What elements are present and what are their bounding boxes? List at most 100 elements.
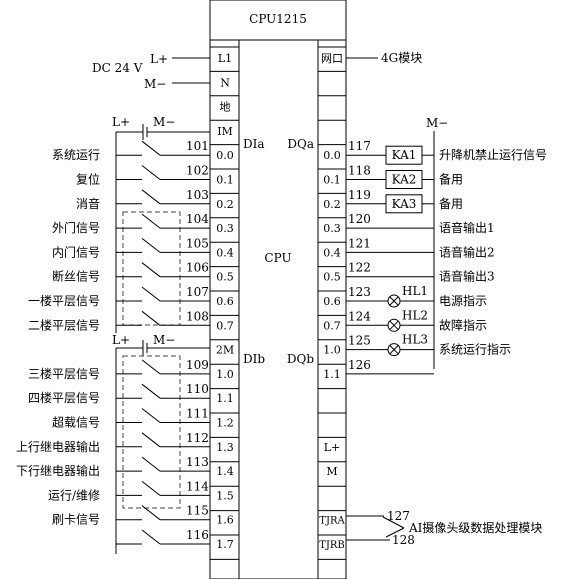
switch-contact bbox=[141, 408, 161, 423]
right-terminal-label: 0.5 bbox=[323, 271, 341, 284]
group-label-dqa: DQa bbox=[287, 137, 314, 151]
input-label: 系统运行 bbox=[52, 148, 100, 162]
input-circuit: 二楼平层信号 108 bbox=[28, 309, 210, 332]
left-terminal-label: 0.2 bbox=[216, 198, 234, 211]
switch-contact bbox=[141, 359, 161, 375]
right-terminal-label: 0.7 bbox=[323, 319, 341, 332]
input-wire-number: 114 bbox=[186, 479, 209, 493]
output-label: 故障指示 bbox=[439, 317, 487, 332]
right-terminal-strip: 网口0.00.10.20.30.40.50.60.71.01.1L+MTJRAT… bbox=[318, 46, 346, 560]
left-terminal-label: 1.3 bbox=[216, 441, 234, 454]
right-terminal-label: 0.1 bbox=[323, 174, 341, 187]
output-wire-number: 119 bbox=[348, 188, 371, 202]
input-label: 上行继电器输出 bbox=[16, 439, 100, 454]
camera-module: 127 128 AI摄像头级数据处理模块 bbox=[346, 509, 542, 547]
input-wire-number: 116 bbox=[186, 528, 209, 542]
switch-contact bbox=[141, 213, 161, 229]
relay-label: KA2 bbox=[392, 173, 417, 187]
switch-contact bbox=[141, 481, 161, 496]
switch-contact bbox=[141, 165, 161, 180]
input-label: 超载信号 bbox=[52, 415, 100, 430]
right-terminal-label: 1.1 bbox=[323, 368, 341, 381]
input-wire-number: 103 bbox=[186, 188, 209, 202]
lamp-label: HL3 bbox=[402, 333, 428, 347]
right-terminal-label: 0.0 bbox=[323, 149, 341, 162]
group-label-dib: DIb bbox=[243, 352, 265, 366]
input-label: 断丝信号 bbox=[52, 269, 100, 284]
output-wire-number: 123 bbox=[348, 285, 371, 299]
lplus-label-b: L+ bbox=[112, 333, 130, 347]
output-circuit: 126 bbox=[346, 358, 434, 375]
output-label: 电源指示 bbox=[439, 293, 487, 308]
right-terminal-label: 0.3 bbox=[323, 222, 341, 235]
input-circuits: 系统运行101复位102消音103外门信号104内门信号105断丝信号106一楼… bbox=[16, 139, 210, 545]
output-label: 备用 bbox=[439, 197, 463, 211]
switch-contact bbox=[141, 505, 161, 521]
input-label: 刷卡信号 bbox=[52, 513, 100, 527]
input-wire-number: 104 bbox=[186, 212, 209, 226]
input-wire-number: 108 bbox=[186, 309, 209, 323]
left-terminal-label: 0.6 bbox=[216, 295, 234, 308]
input-circuit: 116 bbox=[116, 528, 210, 545]
camera-label: AI摄像头级数据处理模块 bbox=[408, 520, 542, 535]
left-terminal-label: N bbox=[220, 76, 230, 89]
input-wire-number: 110 bbox=[186, 382, 209, 396]
input-wire-number: 107 bbox=[186, 285, 209, 299]
output-circuit: 123 HL1 电源指示 bbox=[346, 284, 487, 308]
right-terminal-label: L+ bbox=[324, 441, 341, 454]
switch-contact bbox=[141, 189, 161, 205]
right-terminal-label: 0.2 bbox=[323, 198, 341, 211]
input-wire-number: 102 bbox=[186, 164, 209, 178]
left-terminal-label: 1.6 bbox=[216, 514, 234, 527]
input-wire-number: 105 bbox=[186, 236, 209, 250]
switch-contact bbox=[141, 140, 161, 156]
left-terminal-label: 0.1 bbox=[216, 174, 234, 187]
output-label: 语音输出2 bbox=[439, 244, 495, 259]
input-wire-number: 111 bbox=[186, 407, 209, 421]
switch-contact bbox=[141, 286, 161, 302]
input-label: 二楼平层信号 bbox=[28, 317, 100, 332]
dashed-group-a bbox=[122, 211, 181, 326]
mminus-label-top: M− bbox=[144, 77, 166, 91]
switch-contact bbox=[141, 383, 161, 399]
input-label: 三楼平层信号 bbox=[28, 366, 100, 381]
input-wire-number: 113 bbox=[186, 455, 209, 469]
output-label: 备用 bbox=[439, 173, 463, 187]
switch-contact bbox=[141, 456, 161, 472]
input-circuit: 内门信号 105 bbox=[52, 236, 210, 259]
output-wire-number: 122 bbox=[348, 261, 371, 275]
right-terminal-label: TJRB bbox=[319, 540, 345, 551]
left-terminal-label: 1.4 bbox=[216, 465, 234, 478]
output-common: M− bbox=[426, 116, 448, 369]
relay-label: KA3 bbox=[392, 197, 417, 211]
module-4g-label: 4G模块 bbox=[381, 51, 422, 65]
left-terminal-label: 1.7 bbox=[216, 538, 234, 551]
output-wire-number: 126 bbox=[348, 358, 371, 372]
input-circuit: 一楼平层信号 107 bbox=[28, 285, 210, 308]
input-label: 内门信号 bbox=[52, 244, 100, 259]
lamp-label: HL1 bbox=[402, 284, 428, 298]
output-wire-number: 118 bbox=[348, 164, 371, 178]
input-label: 复位 bbox=[76, 172, 100, 187]
left-terminal-label: IM bbox=[217, 125, 233, 138]
right-terminal-label: 0.4 bbox=[323, 246, 341, 259]
switch-contact bbox=[141, 262, 161, 278]
cpu-module: CPU1215 CPU DIa DIb DQa DQb bbox=[209, 0, 347, 579]
input-label: 一楼平层信号 bbox=[28, 293, 100, 308]
input-circuit: 复位 102 bbox=[76, 164, 210, 187]
power-supply: DC 24 V L+ M− bbox=[92, 52, 210, 91]
output-label: 升降机禁止运行信号 bbox=[439, 148, 547, 162]
dashed-group-b bbox=[122, 355, 181, 509]
